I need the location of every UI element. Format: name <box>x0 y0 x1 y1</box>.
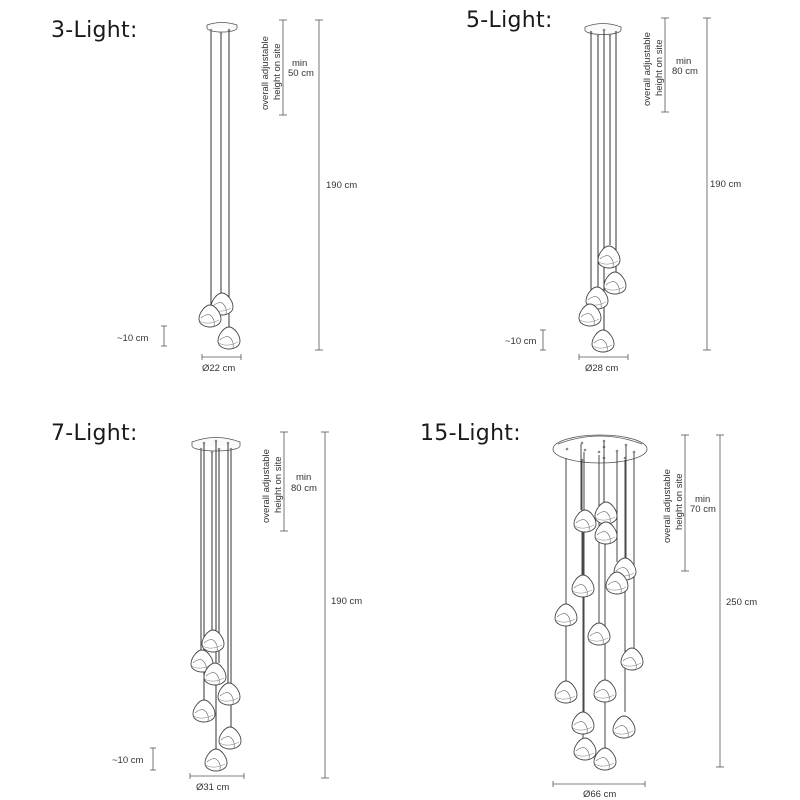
min-label: min <box>296 472 311 483</box>
diameter-line <box>189 773 245 779</box>
adjustable-label-line1: overall adjustable <box>260 36 271 110</box>
diameter-label: Ø66 cm <box>583 789 616 800</box>
title-3-light: 3-Light: <box>51 18 138 43</box>
min-label: min <box>695 494 710 505</box>
adjustable-label-line1: overall adjustable <box>662 469 673 543</box>
total-height-label: 190 cm <box>326 180 357 191</box>
min-value: 80 cm <box>672 66 698 77</box>
pendants <box>554 501 644 771</box>
diameter-line <box>201 354 242 360</box>
adjustable-label-line2: height on site <box>674 473 685 530</box>
diameter-label: Ø22 cm <box>202 363 235 374</box>
title-15-light: 15-Light: <box>420 421 521 446</box>
adjustable-dimension-line <box>661 17 669 113</box>
cords <box>590 31 617 330</box>
adjustable-label-line1: overall adjustable <box>261 449 272 523</box>
total-height-line <box>716 434 724 768</box>
diagram-5-light: overall adjustable height on site min 80… <box>505 17 741 374</box>
diagram-3-light: overall adjustable height on site min 50… <box>117 19 357 374</box>
total-height-label: 190 cm <box>710 179 741 190</box>
drop-offset-label: ~10 cm <box>505 336 537 347</box>
diagram-15-light: overall adjustable height on site min 70… <box>552 434 757 800</box>
drop-offset-line <box>161 325 167 347</box>
total-height-label: 190 cm <box>331 596 362 607</box>
title-5-light: 5-Light: <box>466 8 553 33</box>
min-value: 50 cm <box>288 68 314 79</box>
diameter-line <box>552 781 646 787</box>
total-height-line <box>321 431 329 779</box>
adjustable-label-line2: height on site <box>654 39 665 96</box>
adjustable-dimension-line <box>279 19 287 116</box>
canopy <box>552 434 648 464</box>
cords <box>210 31 230 327</box>
title-7-light: 7-Light: <box>51 421 138 446</box>
adjustable-label-line2: height on site <box>272 43 283 100</box>
cords <box>565 442 635 750</box>
min-value: 80 cm <box>291 483 317 494</box>
min-label: min <box>676 56 691 67</box>
min-label: min <box>292 58 307 69</box>
drop-offset-line <box>540 329 546 351</box>
drop-offset-line <box>150 747 156 771</box>
min-value: 70 cm <box>690 504 716 515</box>
cords <box>200 442 232 750</box>
pendants <box>578 245 627 353</box>
drop-offset-label: ~10 cm <box>112 755 144 766</box>
diameter-line <box>578 354 629 360</box>
drop-offset-label: ~10 cm <box>117 333 149 344</box>
canopy <box>206 22 238 35</box>
canopy <box>584 23 622 37</box>
adjustable-label-line1: overall adjustable <box>642 32 653 106</box>
adjustable-dimension-line <box>280 431 288 532</box>
adjustable-dimension-line <box>681 434 689 572</box>
adjustable-label-line2: height on site <box>273 456 284 513</box>
total-height-line <box>315 19 323 351</box>
total-height-label: 250 cm <box>726 597 757 608</box>
pendants <box>198 292 241 350</box>
total-height-line <box>703 17 711 351</box>
diameter-label: Ø31 cm <box>196 782 229 793</box>
diagram-7-light: overall adjustable height on site min 80… <box>112 431 362 793</box>
diameter-label: Ø28 cm <box>585 363 618 374</box>
